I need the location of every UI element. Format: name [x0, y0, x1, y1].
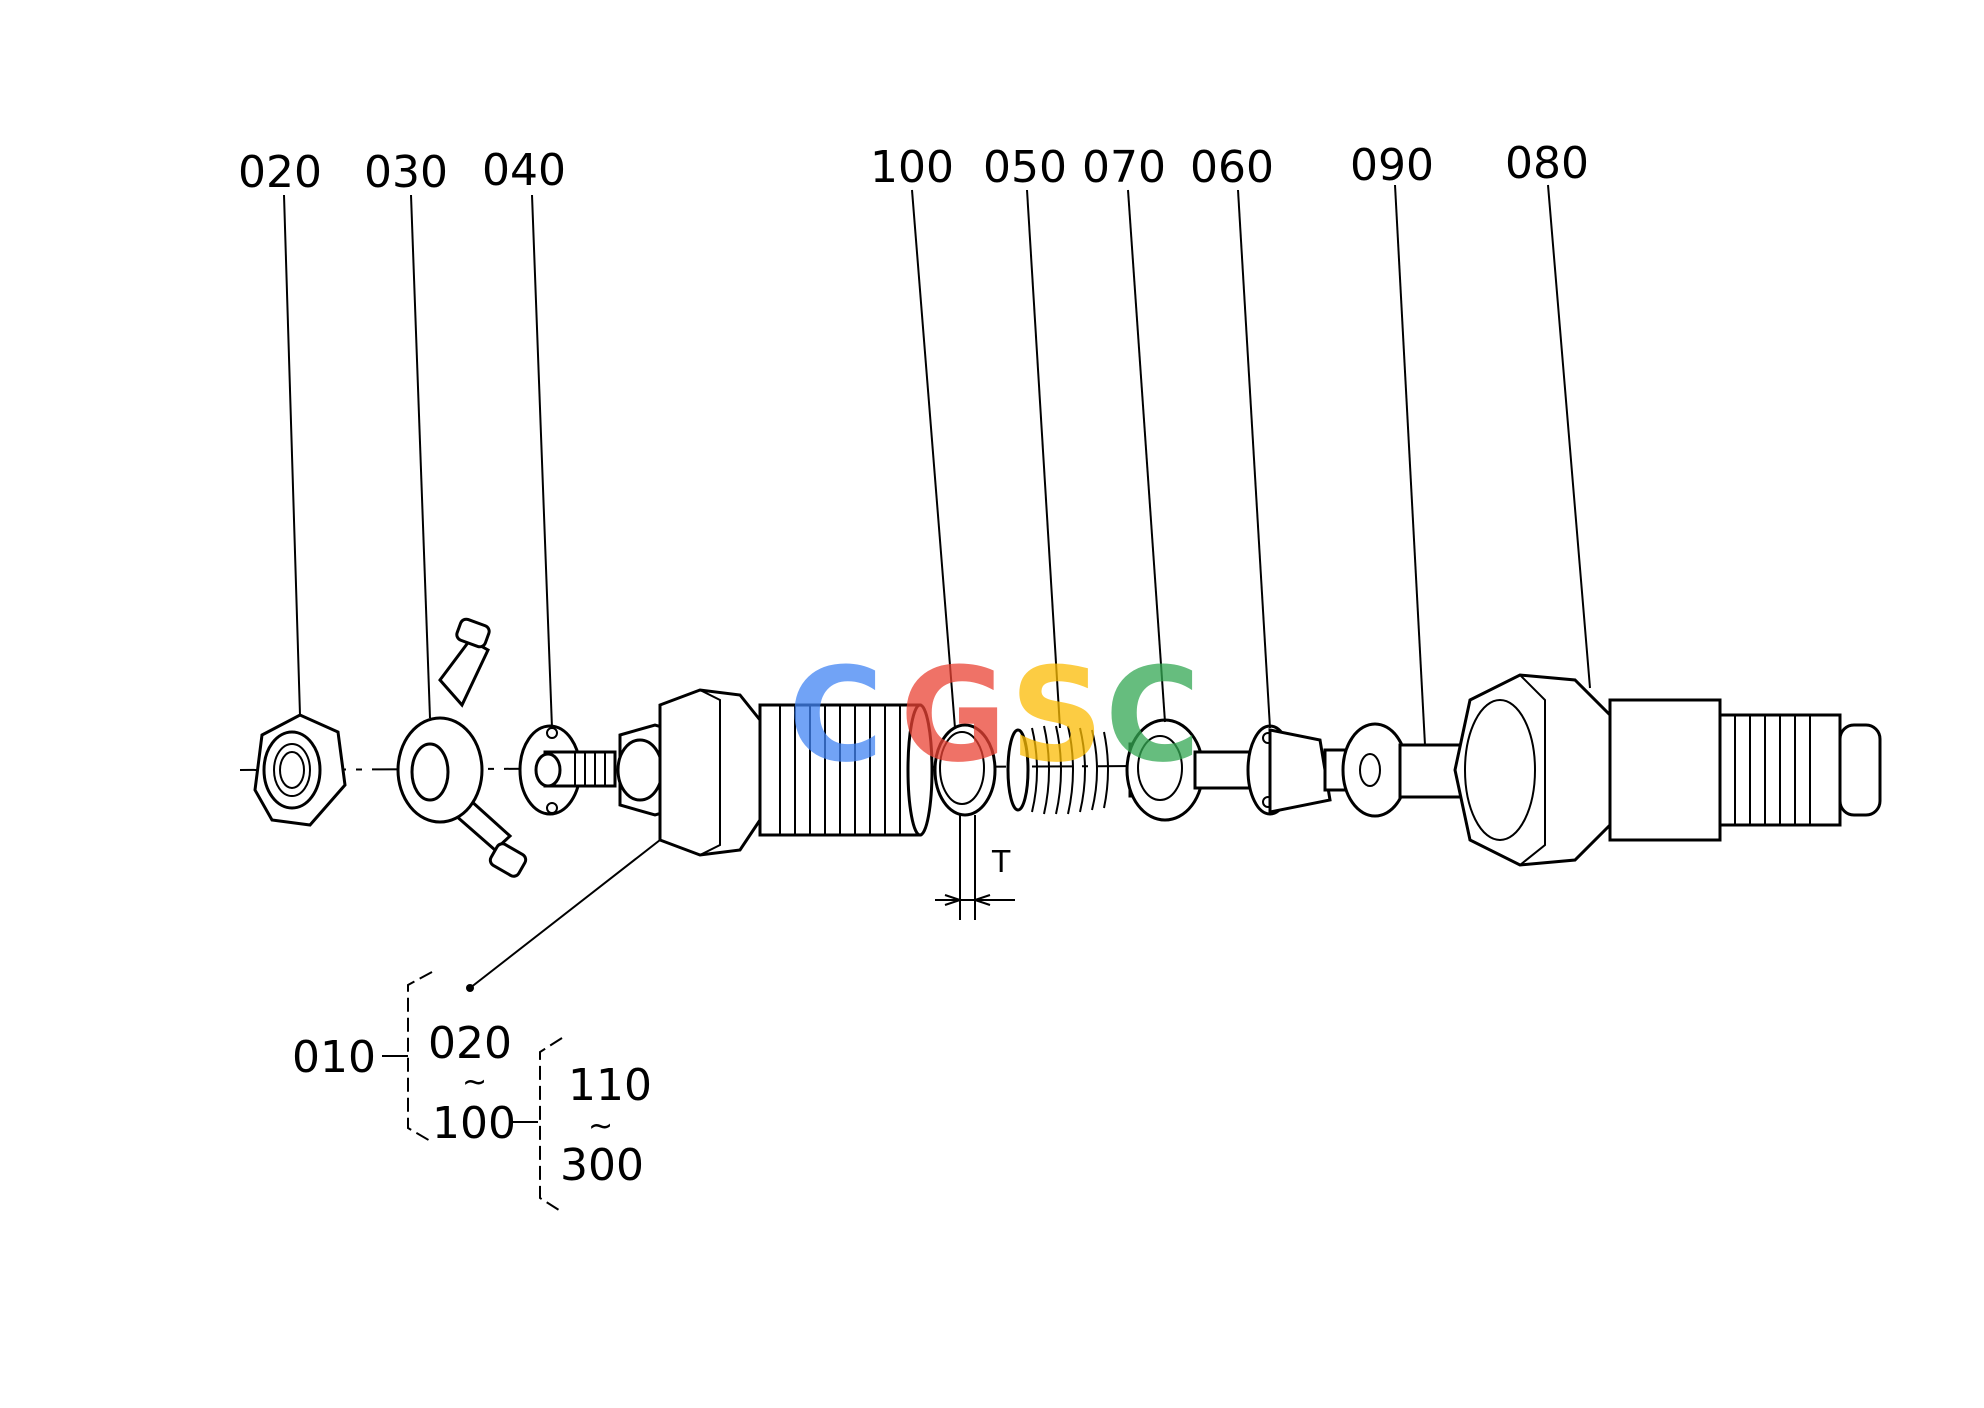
range1-tilde: ~ [462, 1065, 487, 1100]
leader-lines [283, 184, 1591, 992]
callout-030: 030 [364, 147, 448, 198]
range2-tilde: ~ [588, 1109, 613, 1144]
callout-060: 060 [1190, 142, 1274, 193]
assembly-notation: 010 020 ~ 100 110 ~ 300 [292, 971, 652, 1213]
watermark-letter: C [788, 639, 883, 791]
watermark-letter: C [1105, 639, 1200, 791]
part-100-shim [933, 723, 997, 817]
callout-040: 040 [482, 145, 566, 196]
callout-020: 020 [238, 147, 322, 198]
callout-070: 070 [1082, 142, 1166, 193]
part-020-nut [253, 713, 347, 827]
watermark-letter: S [1010, 639, 1104, 791]
part-040-flange-stud [518, 724, 617, 816]
callout-labels: 020 030 040 100 050 070 060 090 080 T [238, 138, 1589, 880]
watermark-logo: C G S C [788, 639, 1200, 791]
range2-end: 300 [560, 1140, 644, 1191]
part-030-banjo-fitting [396, 617, 528, 878]
part-050-spring [1006, 725, 1109, 815]
callout-100: 100 [870, 142, 954, 193]
range1-end: 100 [432, 1098, 516, 1149]
part-070-spacer [1125, 718, 1205, 822]
dimension-label: T [991, 845, 1011, 880]
part-060-pressure-pin [1193, 724, 1349, 816]
thickness-dimension [935, 815, 1015, 920]
assembly-main: 010 [292, 1032, 376, 1083]
leader-dot [466, 984, 474, 992]
callout-080: 080 [1505, 138, 1589, 189]
range1-start: 020 [428, 1018, 512, 1069]
callout-050: 050 [983, 142, 1067, 193]
callout-090: 090 [1350, 140, 1434, 191]
injector-body [616, 688, 934, 857]
range2-start: 110 [568, 1060, 652, 1111]
part-080-nozzle-nut [1453, 673, 1882, 867]
watermark-letter: G [900, 639, 1007, 791]
